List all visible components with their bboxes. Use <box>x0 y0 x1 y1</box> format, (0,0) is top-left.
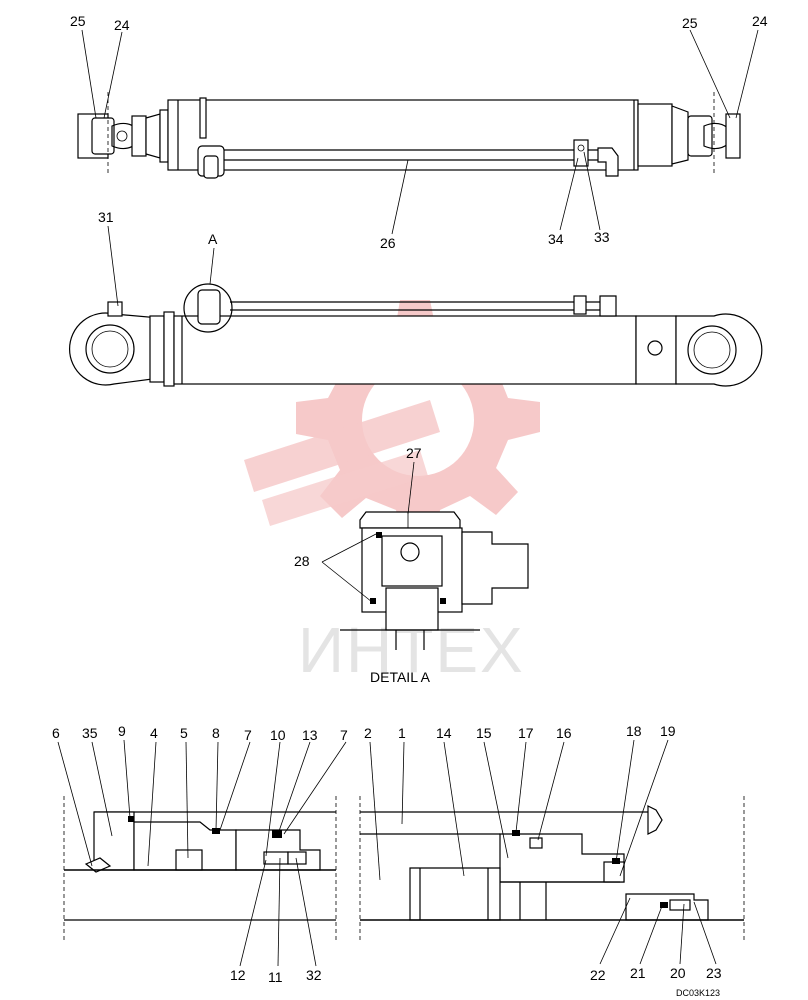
callout-34: 34 <box>548 231 564 247</box>
callout-33: 33 <box>594 229 610 245</box>
section-left-drawing <box>63 796 337 940</box>
callout-1: 1 <box>398 725 406 741</box>
callout-7-right: 7 <box>340 727 348 743</box>
callout-28: 28 <box>294 553 310 569</box>
callout-24-left: 24 <box>114 17 130 33</box>
callout-25-right: 25 <box>682 15 698 31</box>
callout-9: 9 <box>118 723 126 739</box>
callout-26: 26 <box>380 235 396 251</box>
callout-20: 20 <box>670 965 686 981</box>
callout-12: 12 <box>230 967 246 983</box>
callout-6: 6 <box>52 725 60 741</box>
callout-11: 11 <box>268 969 283 985</box>
callout-16: 16 <box>556 725 572 741</box>
detail-a-title: DETAIL A <box>370 669 431 685</box>
callout-32: 32 <box>306 967 322 983</box>
leader-lines <box>57 29 759 967</box>
callout-35: 35 <box>82 725 98 741</box>
callout-24-right: 24 <box>752 13 768 29</box>
callout-21: 21 <box>630 965 646 981</box>
drawing-code: DC03K123 <box>676 988 720 998</box>
detail-a-drawing <box>340 511 529 650</box>
callout-7-left: 7 <box>244 727 252 743</box>
callout-22: 22 <box>590 967 606 983</box>
callout-13: 13 <box>302 727 318 743</box>
callout-8: 8 <box>212 725 220 741</box>
cylinder-top-view <box>77 92 741 179</box>
callout-14: 14 <box>436 725 452 741</box>
cylinder-side-view <box>69 283 763 387</box>
callout-15: 15 <box>476 725 492 741</box>
callout-18: 18 <box>626 723 642 739</box>
callout-17: 17 <box>518 725 534 741</box>
callout-19: 19 <box>660 723 676 739</box>
callout-4: 4 <box>150 725 158 741</box>
callout-5: 5 <box>180 725 188 741</box>
section-right-drawing <box>359 796 745 940</box>
callout-31: 31 <box>98 209 114 225</box>
callout-27: 27 <box>406 445 422 461</box>
callout-23: 23 <box>706 965 722 981</box>
callout-a: A <box>208 231 218 247</box>
callout-10: 10 <box>270 727 286 743</box>
callout-2: 2 <box>364 725 372 741</box>
callout-25-left: 25 <box>70 13 86 29</box>
